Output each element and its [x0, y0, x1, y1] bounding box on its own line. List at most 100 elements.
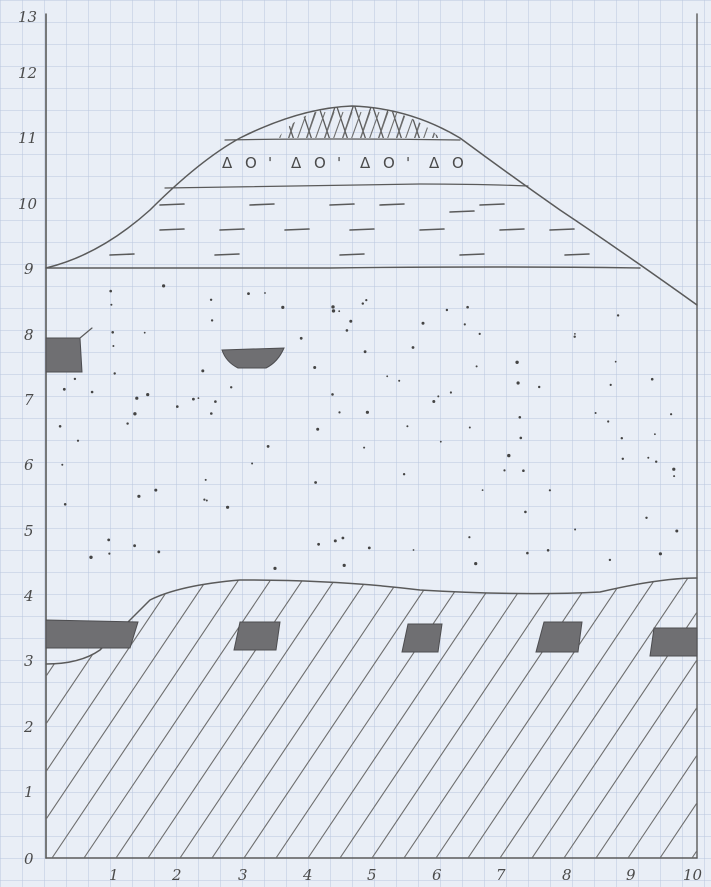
sand-dot	[362, 302, 364, 304]
sand-dot	[647, 457, 649, 459]
sand-dot	[77, 440, 79, 442]
sand-dot	[133, 544, 136, 547]
loam-dash	[350, 229, 374, 230]
sand-dot	[645, 517, 647, 519]
sand-dot	[622, 458, 624, 460]
sand-dot	[422, 322, 425, 325]
loam-dash	[480, 204, 504, 205]
sand-dot	[673, 475, 675, 477]
sand-dot	[412, 346, 415, 349]
sand-dot	[281, 306, 284, 309]
sand-dot	[157, 551, 160, 554]
sand-dot	[595, 412, 597, 414]
loam-dash	[500, 229, 524, 230]
x-tick-4: 4	[302, 866, 313, 884]
sand-dot	[476, 365, 478, 367]
sand-dot	[468, 536, 470, 538]
sand-dot	[316, 428, 319, 431]
sand-dot	[107, 539, 110, 542]
sand-dot	[267, 445, 270, 448]
sand-dot	[63, 388, 66, 391]
sand-dot	[61, 464, 63, 466]
y-tick-1: 1	[24, 783, 34, 801]
sand-dot	[314, 481, 317, 484]
y-tick-11: 11	[18, 129, 37, 147]
sand-dot	[317, 543, 320, 546]
lens-left-lower	[46, 620, 138, 648]
x-tick-6: 6	[432, 866, 442, 884]
y-tick-10: 10	[18, 195, 38, 213]
sand-dot	[440, 441, 442, 443]
sand-dot	[110, 304, 112, 306]
sand-dot	[609, 559, 611, 561]
loam-dash	[110, 254, 134, 255]
lens-left-upper	[46, 338, 82, 372]
loam-dash	[220, 229, 244, 230]
sand-dot	[89, 556, 92, 559]
sand-dot	[332, 309, 335, 312]
y-tick-9: 9	[24, 260, 34, 278]
lens-lower-10	[650, 628, 697, 656]
y-tick-2: 2	[23, 718, 34, 736]
y-tick-6: 6	[24, 456, 34, 474]
sand-dot	[368, 547, 371, 550]
gravel-symbol: Δ	[360, 154, 371, 172]
sand-dot	[206, 500, 208, 502]
sand-dot	[137, 495, 140, 498]
sand-dot	[607, 420, 609, 422]
loam-dash	[380, 204, 404, 205]
sand-dot	[210, 299, 212, 301]
gravel-symbol: '	[337, 154, 341, 172]
sand-dot	[574, 333, 576, 335]
sand-dot	[64, 503, 67, 506]
sand-dot	[524, 511, 527, 514]
y-tick-3: 3	[24, 652, 34, 670]
sand-dot	[365, 299, 367, 301]
sand-dot	[273, 567, 276, 570]
lens-lower-8	[536, 622, 582, 652]
sand-dot	[210, 412, 213, 415]
sand-dot	[214, 400, 217, 403]
sand-dot	[672, 468, 675, 471]
x-tick-9: 9	[626, 866, 636, 884]
sand-dot	[331, 305, 334, 308]
sand-dot	[617, 314, 619, 316]
sand-dot	[338, 310, 340, 312]
sand-dot	[464, 323, 466, 325]
y-tick-4: 4	[23, 587, 34, 605]
sand-dot	[146, 393, 149, 396]
sand-dot	[226, 506, 229, 509]
sand-dot	[114, 372, 116, 374]
x-tick-5: 5	[367, 866, 377, 884]
loam-dash	[285, 229, 309, 230]
sand-dot	[230, 386, 232, 388]
sand-dot	[108, 553, 110, 555]
sand-dot	[517, 381, 520, 384]
sand-dot	[406, 425, 408, 427]
sand-dot	[349, 320, 352, 323]
sand-dot	[446, 309, 448, 311]
sand-dot	[520, 437, 523, 440]
sand-dot	[346, 329, 349, 332]
sand-dot	[176, 405, 179, 408]
sand-dot	[547, 549, 550, 552]
sand-dot	[162, 284, 165, 287]
loam-dash	[215, 254, 239, 255]
sand-dot	[675, 530, 678, 533]
loam-dash	[160, 204, 184, 205]
y-tick-0: 0	[24, 850, 34, 868]
sand-dot	[247, 292, 250, 295]
sand-dot	[343, 564, 346, 567]
sand-dot	[538, 386, 540, 388]
sand-dot	[203, 499, 205, 501]
loam-dash	[250, 204, 274, 205]
sand-dot	[313, 366, 316, 369]
sand-dot	[109, 290, 112, 293]
sand-dot	[413, 549, 415, 551]
sand-dot	[621, 437, 623, 439]
y-tick-5: 5	[24, 522, 34, 540]
loam-dash	[450, 211, 474, 212]
y-tick-8: 8	[24, 326, 34, 344]
sand-dot	[519, 416, 522, 419]
